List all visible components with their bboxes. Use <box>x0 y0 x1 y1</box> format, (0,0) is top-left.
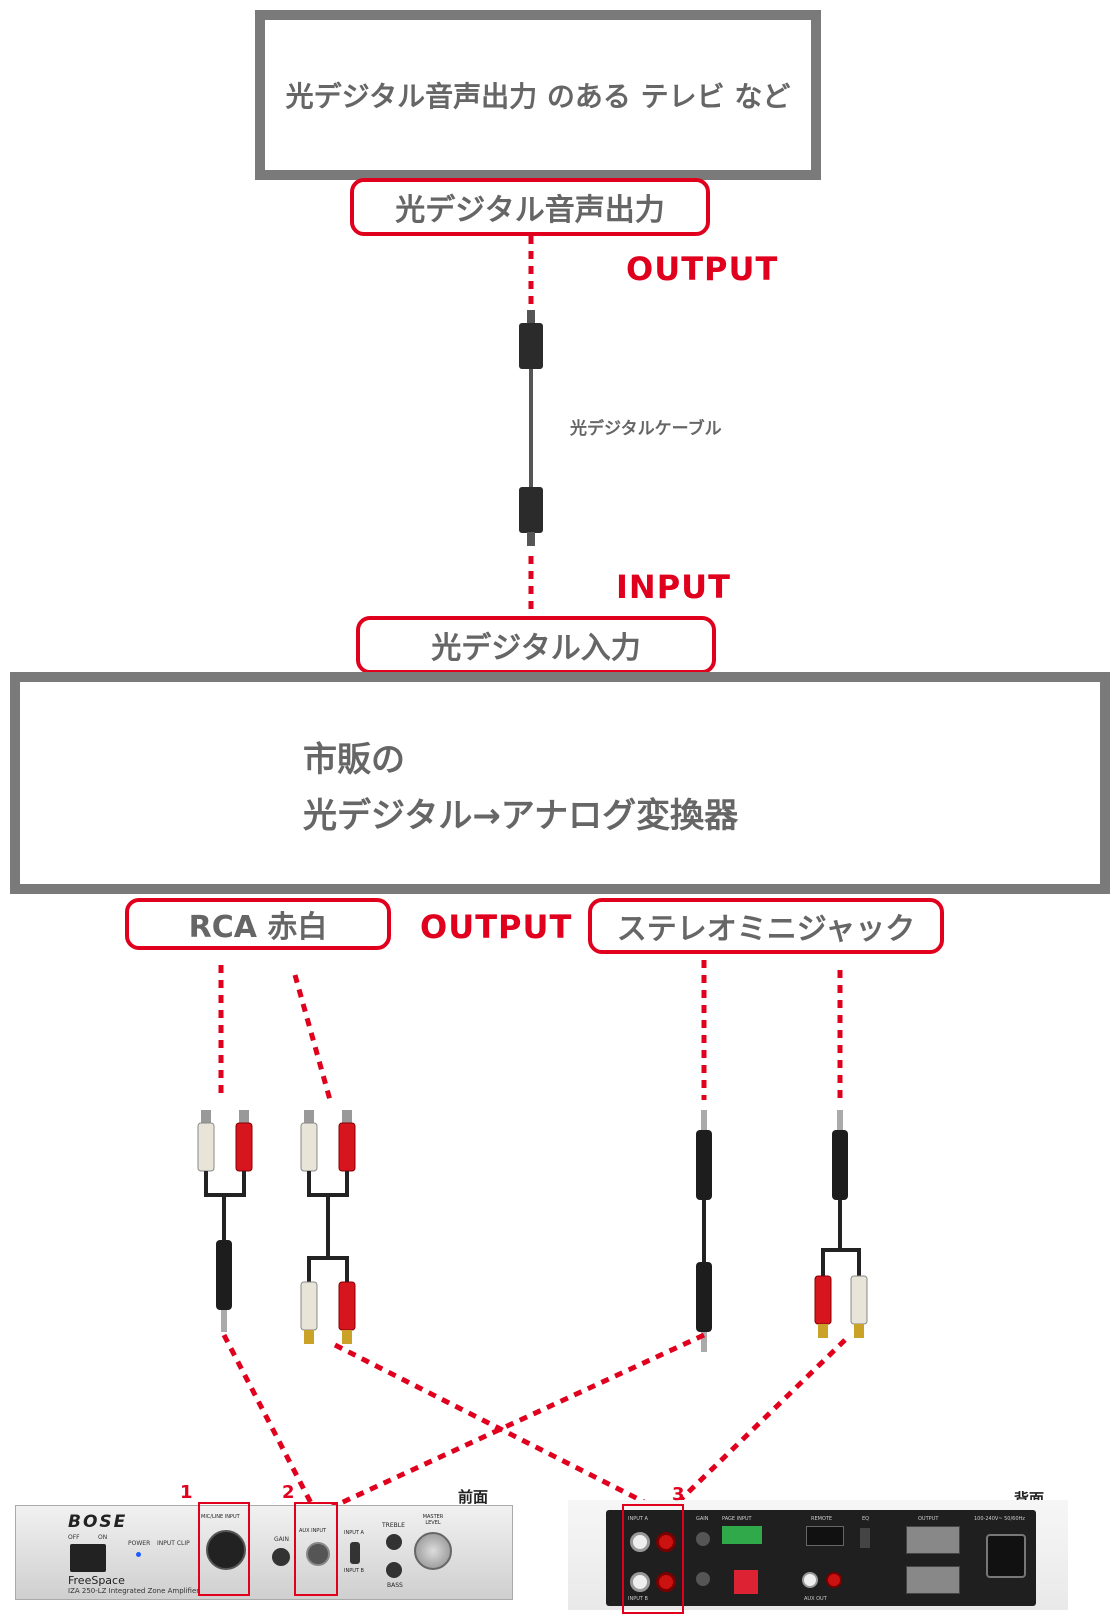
input-label-mid: INPUT <box>616 568 731 606</box>
page-input-label: PAGE INPUT <box>722 1516 752 1522</box>
model-name: FreeSpace <box>68 1574 125 1587</box>
source-device-box: 光デジタル音声出力 のある テレビ など <box>255 10 821 180</box>
source-port-label: 光デジタル音声出力 <box>350 178 710 236</box>
mini-jack-port-label: ステレオミニジャック <box>588 898 944 954</box>
treble-label: TREBLE <box>382 1522 405 1529</box>
amp-front-panel: BOSE OFF ON POWER INPUT CLIP FreeSpace I… <box>15 1502 513 1600</box>
input-a-label: INPUT A <box>344 1530 364 1536</box>
ac-inlet[interactable] <box>986 1534 1026 1578</box>
rca-jack-red-a[interactable] <box>656 1532 676 1552</box>
front-side-label: 前面 <box>458 1488 489 1506</box>
aux-input-label: AUX INPUT <box>299 1528 327 1534</box>
rear-gain-knob-a[interactable] <box>696 1532 710 1546</box>
converter-line1: 市販の <box>303 740 405 780</box>
input-b-label: INPUT B <box>344 1568 364 1574</box>
rear-gain-knob-b[interactable] <box>696 1572 710 1586</box>
aux-input-jack[interactable] <box>306 1542 330 1566</box>
aux-input-highlight <box>294 1502 338 1596</box>
gain-label: GAIN <box>274 1536 290 1543</box>
converter-port-label: 光デジタル入力 <box>356 616 716 674</box>
dotted-connector <box>328 1332 706 1511</box>
master-level-knob[interactable] <box>414 1532 452 1570</box>
rear-panel-body: INPUT A INPUT B GAIN PAGE INPUT REMOTE A… <box>606 1504 1036 1614</box>
power-led-label: POWER <box>128 1540 151 1547</box>
power-led <box>136 1552 141 1557</box>
converter-line2: 光デジタル→アナログ変換器 <box>303 796 739 836</box>
speaker-terminal-top[interactable] <box>906 1526 960 1554</box>
off-label: OFF <box>68 1534 80 1541</box>
page-input-terminal[interactable] <box>722 1526 762 1544</box>
aux-out-jack-white[interactable] <box>802 1572 818 1588</box>
gain-knob[interactable] <box>272 1548 290 1566</box>
cable-label: 光デジタルケーブル <box>570 419 722 439</box>
rca-to-mini-cable <box>197 1110 253 1332</box>
rear-gain-label: GAIN <box>696 1516 709 1522</box>
rca-jack-white-a[interactable] <box>630 1532 650 1552</box>
marker-2: 2 <box>282 1482 295 1503</box>
amp-rear-panel: INPUT A INPUT B GAIN PAGE INPUT REMOTE A… <box>568 1500 1068 1614</box>
bose-logo: BOSE <box>68 1512 128 1532</box>
input-a-highlight <box>622 1504 684 1614</box>
mini-to-mini-cable <box>696 1110 712 1352</box>
mini-to-rca-cable <box>814 1110 868 1338</box>
speaker-terminal-bottom[interactable] <box>906 1566 960 1594</box>
on-label: ON <box>98 1534 108 1541</box>
bass-label: BASS <box>387 1582 403 1589</box>
dotted-connector <box>333 1342 652 1508</box>
power-switch[interactable] <box>70 1544 106 1572</box>
dip-switch[interactable] <box>734 1570 758 1594</box>
master-level-label: MASTER LEVEL <box>422 1514 444 1526</box>
rear-input-b-label: INPUT B <box>628 1596 648 1602</box>
mic-line-input-label: MIC/LINE INPUT <box>201 1514 240 1520</box>
dotted-connector <box>221 1333 315 1507</box>
aux-out-jack-red[interactable] <box>826 1572 842 1588</box>
rca-jack-red-b[interactable] <box>656 1572 676 1592</box>
rear-input-a-label: INPUT A <box>628 1516 648 1522</box>
input-select-switch[interactable] <box>350 1542 360 1564</box>
source-device-label: 光デジタル音声出力 のある テレビ など <box>285 80 791 113</box>
output-label-bottom: OUTPUT <box>420 908 573 946</box>
remote-terminal[interactable] <box>806 1526 844 1546</box>
output-label-top: OUTPUT <box>626 250 779 288</box>
converter-box: 市販の 光デジタル→アナログ変換器 <box>10 672 1110 894</box>
dotted-connector <box>670 1338 847 1510</box>
xlr-combo-jack[interactable] <box>206 1530 246 1570</box>
rca-to-rca-cable <box>300 1110 356 1344</box>
treble-knob[interactable] <box>386 1534 402 1550</box>
output-label: OUTPUT <box>918 1516 939 1522</box>
eq-label: EQ <box>862 1516 870 1522</box>
eq-switch[interactable] <box>860 1528 870 1548</box>
dotted-connector <box>292 974 333 1101</box>
mic-line-input-highlight <box>198 1502 250 1596</box>
input-clip-label: INPUT CLIP <box>157 1540 190 1547</box>
bass-knob[interactable] <box>386 1562 402 1578</box>
marker-1: 1 <box>180 1482 193 1503</box>
power-spec-label: 100-240V~ 50/60Hz <box>974 1516 1025 1522</box>
remote-label: REMOTE <box>811 1516 833 1522</box>
rca-jack-white-b[interactable] <box>630 1572 650 1592</box>
aux-out-label: AUX OUT <box>804 1596 827 1602</box>
optical-cable <box>519 310 543 546</box>
model-description: IZA 250-LZ Integrated Zone Amplifier <box>68 1587 200 1595</box>
rca-port-label: RCA 赤白 <box>125 898 391 950</box>
marker-3: 3 <box>672 1484 685 1505</box>
